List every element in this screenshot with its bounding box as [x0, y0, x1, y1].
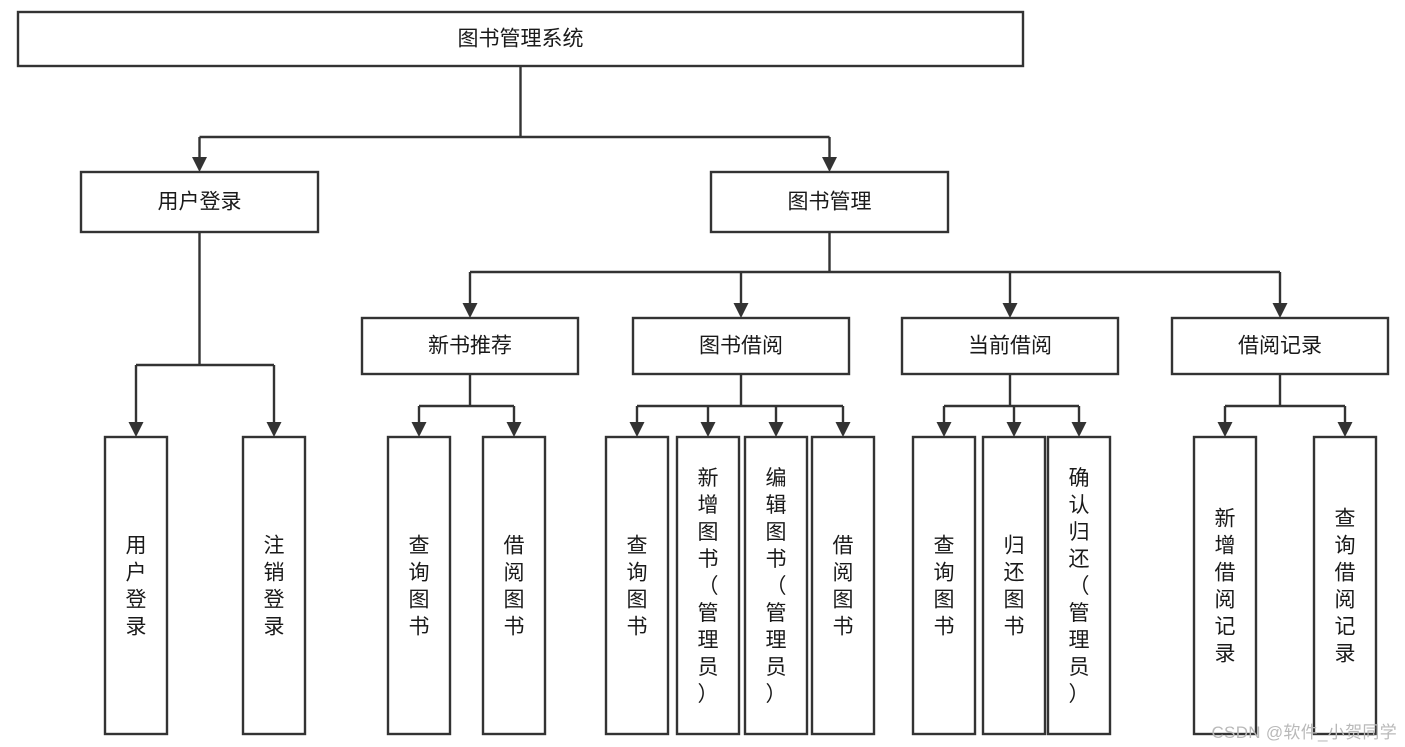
node-label: 图书管理 — [788, 191, 872, 214]
node-label: 查询图书 — [627, 535, 648, 639]
node-label: 借阅图书 — [833, 535, 854, 639]
arrow-head-icon — [1002, 303, 1018, 318]
node-leaf-add-record[interactable]: 新增借阅记录 — [1192, 435, 1258, 736]
arrow-head-icon — [128, 422, 144, 437]
node-label: 查询图书 — [409, 535, 430, 639]
arrow-head-icon — [936, 422, 952, 437]
node-label: 新增图书（管理员） — [698, 467, 719, 706]
node-leaf-query-book-3[interactable]: 查询图书 — [911, 435, 977, 736]
node-label: 借阅图书 — [504, 535, 525, 639]
arrow-head-icon — [1217, 422, 1233, 437]
node-current-borrow[interactable]: 当前借阅 — [900, 316, 1120, 376]
connectors-layer — [128, 66, 1353, 437]
node-borrow-record[interactable]: 借阅记录 — [1170, 316, 1390, 376]
node-root[interactable]: 图书管理系统 — [16, 10, 1025, 68]
arrow-head-icon — [1337, 422, 1353, 437]
node-label: 归还图书 — [1004, 535, 1025, 639]
connector-group-root — [192, 66, 837, 172]
node-leaf-edit-book[interactable]: 编辑图书（管理员） — [743, 435, 809, 736]
arrow-head-icon — [411, 422, 427, 437]
arrow-head-icon — [629, 422, 645, 437]
connector-group-borrow-record — [1217, 374, 1353, 437]
node-label: 用户登录 — [126, 535, 147, 639]
node-leaf-add-book[interactable]: 新增图书（管理员） — [675, 435, 741, 736]
node-label: 图书借阅 — [699, 335, 783, 358]
node-label: 注销登录 — [264, 535, 285, 639]
arrow-head-icon — [835, 422, 851, 437]
node-leaf-confirm-return[interactable]: 确认归还（管理员） — [1046, 435, 1112, 736]
node-leaf-query-book-1[interactable]: 查询图书 — [386, 435, 452, 736]
arrow-head-icon — [506, 422, 522, 437]
node-label: 确认归还（管理员） — [1069, 467, 1090, 706]
arrow-head-icon — [1006, 422, 1022, 437]
node-label: 当前借阅 — [968, 335, 1052, 358]
node-leaf-logout[interactable]: 注销登录 — [241, 435, 307, 736]
node-label: 查询图书 — [934, 535, 955, 639]
node-leaf-return-book[interactable]: 归还图书 — [981, 435, 1047, 736]
arrow-head-icon — [1272, 303, 1288, 318]
arrow-head-icon — [462, 303, 478, 318]
node-book-manage[interactable]: 图书管理 — [709, 170, 950, 234]
node-label: 用户登录 — [158, 191, 242, 214]
arrow-head-icon — [822, 157, 837, 172]
connector-group-new-book-rec — [411, 374, 522, 437]
arrow-head-icon — [1071, 422, 1087, 437]
connector-group-user-login — [128, 232, 282, 437]
arrow-head-icon — [700, 422, 716, 437]
node-leaf-query-record[interactable]: 查询借阅记录 — [1312, 435, 1378, 736]
node-book-borrow[interactable]: 图书借阅 — [631, 316, 851, 376]
connector-group-current-borrow — [936, 374, 1087, 437]
node-leaf-query-book-2[interactable]: 查询图书 — [604, 435, 670, 736]
node-leaf-borrow-book-1[interactable]: 借阅图书 — [481, 435, 547, 736]
arrow-head-icon — [733, 303, 749, 318]
arrow-head-icon — [768, 422, 784, 437]
connector-group-book-borrow — [629, 374, 851, 437]
node-label: 查询借阅记录 — [1335, 508, 1356, 666]
node-label: 编辑图书（管理员） — [766, 467, 787, 706]
node-new-book-rec[interactable]: 新书推荐 — [360, 316, 580, 376]
arrow-head-icon — [266, 422, 282, 437]
node-label: 新增借阅记录 — [1215, 508, 1236, 666]
node-label: 借阅记录 — [1238, 335, 1322, 358]
node-user-login[interactable]: 用户登录 — [79, 170, 320, 234]
node-leaf-borrow-book-2[interactable]: 借阅图书 — [810, 435, 876, 736]
nodes-layer: 图书管理系统用户登录图书管理新书推荐图书借阅当前借阅借阅记录用户登录注销登录查询… — [16, 10, 1390, 736]
arrow-head-icon — [192, 157, 207, 172]
node-label: 图书管理系统 — [458, 28, 584, 51]
node-leaf-user-login[interactable]: 用户登录 — [103, 435, 169, 736]
connector-group-book-manage — [462, 232, 1288, 318]
node-label: 新书推荐 — [428, 335, 512, 358]
